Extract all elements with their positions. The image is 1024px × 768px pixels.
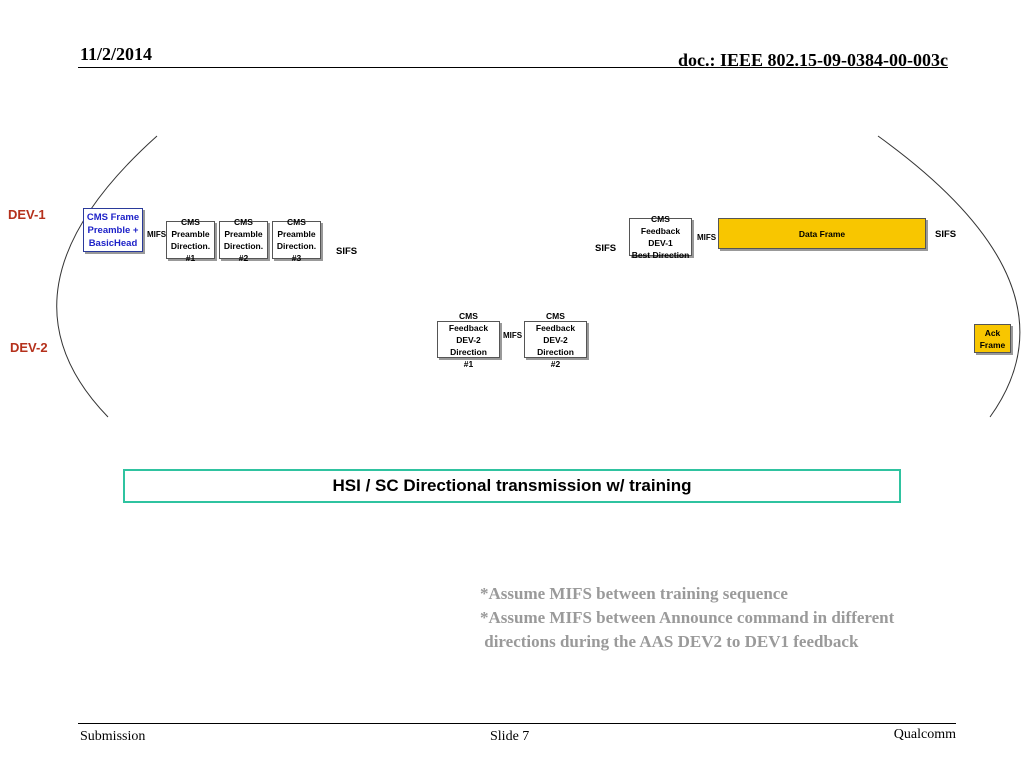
cms-feedback-dev2-direction-1-text: CMS Feedback DEV-2 Direction #1 xyxy=(448,310,489,369)
cms-preamble-direction-2-box: CMS Preamble Direction. #2 xyxy=(219,217,268,263)
mifs-label-2: MIFS xyxy=(697,233,717,242)
ack-frame-text: Ack Frame xyxy=(979,327,1006,350)
left-bracket-arc xyxy=(56,135,158,418)
cms-feedback-dev1-best-direction-box: CMS Feedback DEV-1 Best Direction xyxy=(629,214,692,260)
footer-company: Qualcomm xyxy=(893,727,956,742)
note-line-1: *Assume MIFS between training sequence xyxy=(480,584,788,603)
note-line-3: directions during the AAS DEV2 to DEV1 f… xyxy=(480,632,859,651)
cms-preamble-direction-1-box: CMS Preamble Direction. #1 xyxy=(166,217,215,263)
sifs-label-1: SIFS xyxy=(336,246,358,257)
cms-frame-preamble-text: CMS Frame Preamble + BasicHead xyxy=(86,211,140,249)
mifs-label-3: MIFS xyxy=(503,331,523,340)
footer-submission: Submission xyxy=(80,729,146,744)
cms-feedback-dev2-direction-2-box: CMS Feedback DEV-2 Direction #2 xyxy=(524,311,587,369)
cms-preamble-direction-2-text: CMS Preamble Direction. #2 xyxy=(223,217,264,263)
data-frame-text: Data Frame xyxy=(798,228,846,239)
header-rule xyxy=(78,67,948,68)
note-line-2: *Assume MIFS between Announce command in… xyxy=(480,608,895,627)
cms-feedback-dev2-direction-1-box: CMS Feedback DEV-2 Direction #1 xyxy=(437,311,500,369)
cms-preamble-direction-1-text: CMS Preamble Direction. #1 xyxy=(170,217,211,263)
cms-frame-preamble-box: CMS Frame Preamble + BasicHead xyxy=(83,208,143,252)
data-frame-box: Data Frame xyxy=(718,218,926,249)
sifs-label-2: SIFS xyxy=(595,243,617,254)
cms-preamble-direction-3-text: CMS Preamble Direction. #3 xyxy=(276,217,317,263)
dev1-label: DEV-1 xyxy=(8,207,46,222)
sifs-label-3: SIFS xyxy=(935,229,957,240)
right-bracket-arc xyxy=(877,135,1021,418)
cms-feedback-dev1-best-direction-text: CMS Feedback DEV-1 Best Direction xyxy=(631,214,690,260)
cms-preamble-direction-3-box: CMS Preamble Direction. #3 xyxy=(272,217,321,263)
dev2-label: DEV-2 xyxy=(10,340,48,355)
assumption-notes: *Assume MIFS between training sequence *… xyxy=(480,582,1000,654)
footer-rule xyxy=(78,723,956,724)
header-date: 11/2/2014 xyxy=(80,44,153,64)
header-doc-id: doc.: IEEE 802.15-09-0384-00-003c xyxy=(678,50,948,70)
ack-frame-box: Ack Frame xyxy=(974,324,1011,353)
cms-feedback-dev2-direction-2-text: CMS Feedback DEV-2 Direction #2 xyxy=(535,310,576,369)
mifs-label-1: MIFS xyxy=(147,230,167,239)
footer-slide-number: Slide 7 xyxy=(490,729,530,744)
diagram-title: HSI / SC Directional transmission w/ tra… xyxy=(123,469,901,503)
